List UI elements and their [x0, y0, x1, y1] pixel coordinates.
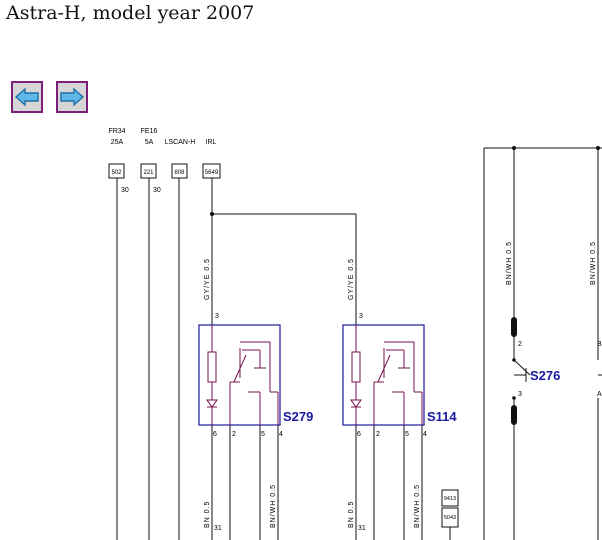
wire-label-gyye-2: GY/YE 0.5 — [348, 258, 355, 300]
relay-s279-pin-2: 2 — [232, 431, 236, 438]
forward-button[interactable] — [56, 81, 88, 113]
switch-pin-a: A — [597, 391, 602, 398]
relay-s114-pin-31: 31 — [358, 525, 366, 532]
relay-s114: 3 6 2 5 4 31 S114 — [342, 313, 457, 532]
relay-s114-pin-top: 3 — [359, 313, 363, 320]
fuse-rating-3: LSCAN-H — [165, 139, 196, 146]
relay-s279-label: S279 — [283, 409, 313, 424]
relay-s114-pin-5: 5 — [405, 431, 409, 438]
fuse-pin-2: 30 — [153, 187, 161, 194]
relay-s279-pin-top: 3 — [215, 313, 219, 320]
wire-label-bnwh-4: BN/WH 0.5 — [590, 241, 597, 285]
back-button[interactable] — [11, 81, 43, 113]
wire-label-bn-1: BN 0.5 — [204, 501, 211, 528]
switch-pin-3: 3 — [518, 391, 522, 398]
switch-pin-b: B — [597, 341, 602, 348]
fuse-name-1: FR34 — [108, 128, 125, 135]
fuse-name-2: FE16 — [141, 128, 158, 135]
connector-top-label: 9413 — [444, 496, 456, 502]
fuse-rating-1: 25A — [111, 139, 124, 146]
fuse-pin-1: 30 — [121, 187, 129, 194]
wire-label-bnwh-3: BN/WH 0.5 — [506, 241, 513, 285]
relay-s279: 3 6 2 5 4 31 S279 — [198, 313, 313, 532]
switch-pin-2: 2 — [518, 341, 522, 348]
relay-s114-pin-6: 6 — [357, 431, 361, 438]
fuse-box-3: 808 — [174, 170, 185, 176]
page-title: Astra-H, model year 2007 — [6, 2, 255, 24]
arrow-left-icon — [15, 87, 39, 107]
fuse-box-2: 221 — [143, 170, 154, 176]
relay-s279-pin-4: 4 — [279, 431, 283, 438]
fuse-rating-2: 5A — [145, 139, 154, 146]
fuse-box-4: 5649 — [205, 170, 219, 176]
wire-label-bn-2: BN 0.5 — [348, 501, 355, 528]
wire-label-gyye-1: GY/YE 0.5 — [204, 258, 211, 300]
fuse-box-1: 502 — [111, 170, 122, 176]
relay-s114-label: S114 — [427, 409, 457, 424]
relay-s114-pin-4: 4 — [423, 431, 427, 438]
relay-s279-pin-5: 5 — [261, 431, 265, 438]
wire-label-bnwh-2: BN/WH 0.5 — [414, 484, 421, 528]
fuse-rating-4: IRL — [206, 139, 217, 146]
arrow-right-icon — [60, 87, 84, 107]
relay-s114-pin-2: 2 — [376, 431, 380, 438]
relay-s279-pin-31: 31 — [214, 525, 222, 532]
connector-bottom-label: 5043 — [444, 515, 456, 521]
wire-label-bnwh-1: BN/WH 0.5 — [270, 484, 277, 528]
switch-s276-label: S276 — [530, 368, 560, 383]
relay-s279-pin-6: 6 — [213, 431, 217, 438]
